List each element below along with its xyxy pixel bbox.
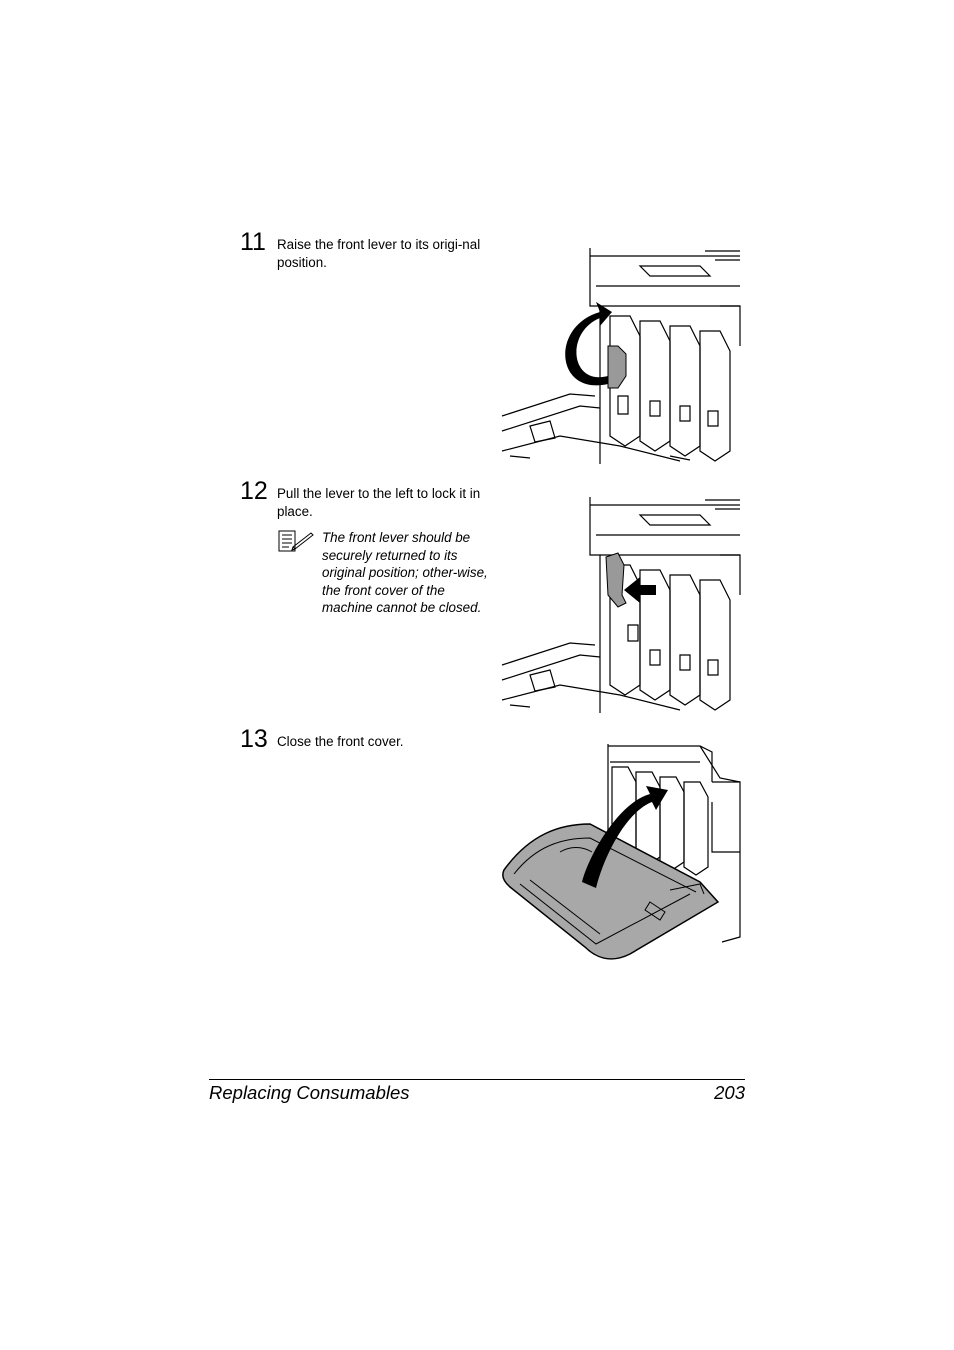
step-number: 11 <box>240 228 266 256</box>
illustration-close-cover <box>502 744 741 960</box>
footer-rule <box>209 1079 745 1080</box>
step-instruction: Pull the lever to the left to lock it in… <box>277 486 481 519</box>
page-number: 203 <box>714 1082 745 1103</box>
footer-section-title: Replacing Consumables <box>209 1082 410 1103</box>
step-number: 13 <box>240 725 268 753</box>
note-text: The front lever should be securely retur… <box>322 530 488 616</box>
illustration-lock-lever <box>501 497 741 713</box>
step-instruction: Close the front cover. <box>277 734 404 749</box>
step-number: 12 <box>240 477 268 505</box>
illustration-raise-lever <box>501 248 741 464</box>
step-instruction: Raise the front lever to its origi-nal p… <box>277 237 481 270</box>
note-pad-icon <box>278 530 314 552</box>
